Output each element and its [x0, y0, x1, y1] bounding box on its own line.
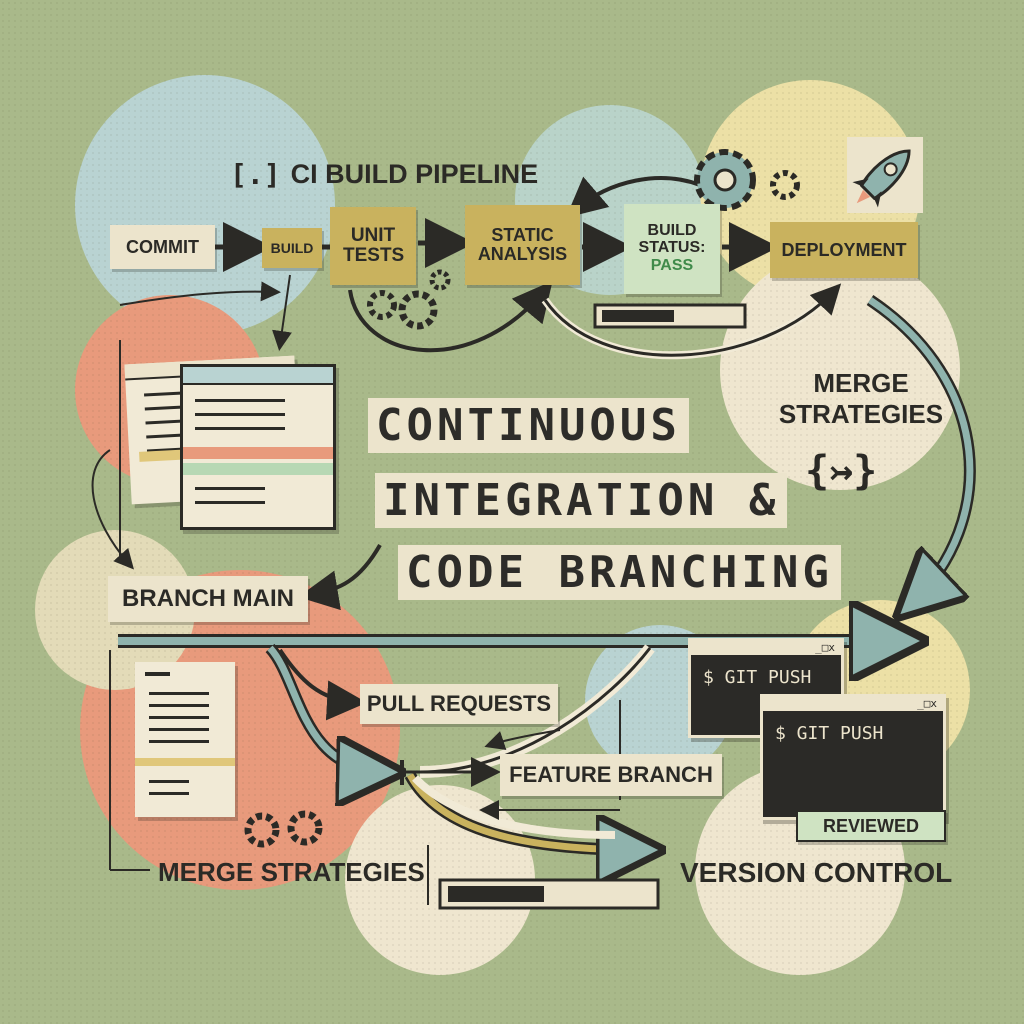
title-line-2: INTEGRATION &: [375, 473, 788, 528]
gear-icon: [770, 170, 800, 200]
terminal-command: $ GIT PUSH: [703, 667, 812, 688]
feature-branch-label: FEATURE BRANCH: [500, 754, 722, 796]
code-bracket-icon: [.]: [230, 158, 281, 191]
stage-build: BUILD: [262, 228, 322, 268]
code-editor-window: [180, 364, 336, 530]
gear-icon: [694, 149, 756, 211]
stage-commit: COMMIT: [110, 225, 215, 269]
merge-symbol-icon: {↣}: [805, 448, 878, 494]
title-line-1: CONTINUOUS: [368, 398, 689, 453]
reviewed-badge: REVIEWED: [796, 810, 946, 842]
branch-main-label: BRANCH MAIN: [108, 576, 308, 622]
build-status-value: PASS: [650, 257, 694, 275]
pull-requests-label: PULL REQUESTS: [360, 684, 558, 724]
stage-build-status: BUILD STATUS: PASS: [624, 204, 720, 294]
gear-icon: [367, 290, 397, 320]
title-line-3: CODE BRANCHING: [398, 545, 841, 600]
rocket-icon: [847, 137, 923, 213]
code-document-bottom: [135, 662, 235, 817]
gear-icon: [287, 810, 323, 846]
merge-strategies-label-right: MERGE STRATEGIES: [778, 368, 944, 430]
version-control-label: VERSION CONTROL: [680, 857, 953, 888]
progress-bar-bottom: [438, 878, 660, 910]
merge-strategies-label-bottom: MERGE STRATEGIES: [158, 857, 425, 887]
terminal-controls: _□x: [691, 641, 841, 655]
pipeline-title: CI BUILD PIPELINE: [290, 159, 539, 189]
progress-bar-top: [593, 303, 747, 329]
build-status-label: BUILD STATUS:: [638, 221, 706, 256]
gear-icon: [429, 269, 451, 291]
terminal-command: $ GIT PUSH: [775, 723, 884, 744]
terminal-window-2: _□x $ GIT PUSH: [760, 694, 946, 820]
stage-unit-tests: UNIT TESTS: [330, 207, 416, 285]
stage-static-analysis: STATIC ANALYSIS: [465, 205, 580, 285]
pipeline-title-row: [.] CI BUILD PIPELINE: [230, 158, 538, 191]
gear-icon: [244, 812, 280, 848]
stage-deployment: DEPLOYMENT: [770, 222, 918, 278]
gear-icon: [398, 290, 438, 330]
terminal-controls: _□x: [763, 697, 943, 711]
